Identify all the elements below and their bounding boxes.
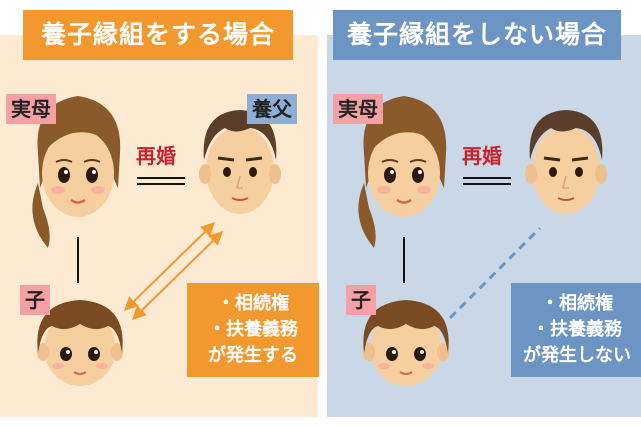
right-info-line-2: ・扶養義務: [532, 319, 622, 340]
right-info-line-3: が発生しない: [523, 345, 631, 366]
right-child-label: 子: [346, 285, 376, 315]
right-title: 養子縁組をしない場合: [333, 10, 621, 60]
left-father-label: 養父: [247, 94, 297, 124]
right-remarriage-label: 再婚: [462, 144, 502, 168]
left-info-line-2: ・扶養義務: [208, 319, 298, 340]
right-no-adoption-line: [448, 226, 542, 320]
left-remarriage-label: 再婚: [136, 144, 176, 168]
left-info-line-1: ・相続権: [217, 293, 289, 314]
father-face-icon: [197, 108, 283, 216]
left-title: 養子縁組をする場合: [23, 10, 293, 60]
left-info-line-3: が発生する: [208, 345, 298, 366]
left-child-label: 子: [20, 285, 50, 315]
father-face-icon: [523, 108, 609, 216]
right-mother-label: 実母: [333, 94, 383, 124]
right-info-box: ・相続権 ・扶養義務 が発生しない: [511, 283, 641, 377]
left-mother-label: 実母: [6, 94, 56, 124]
left-info-box: ・相続権 ・扶養義務 が発生する: [187, 283, 319, 377]
right-info-line-1: ・相続権: [541, 293, 613, 314]
